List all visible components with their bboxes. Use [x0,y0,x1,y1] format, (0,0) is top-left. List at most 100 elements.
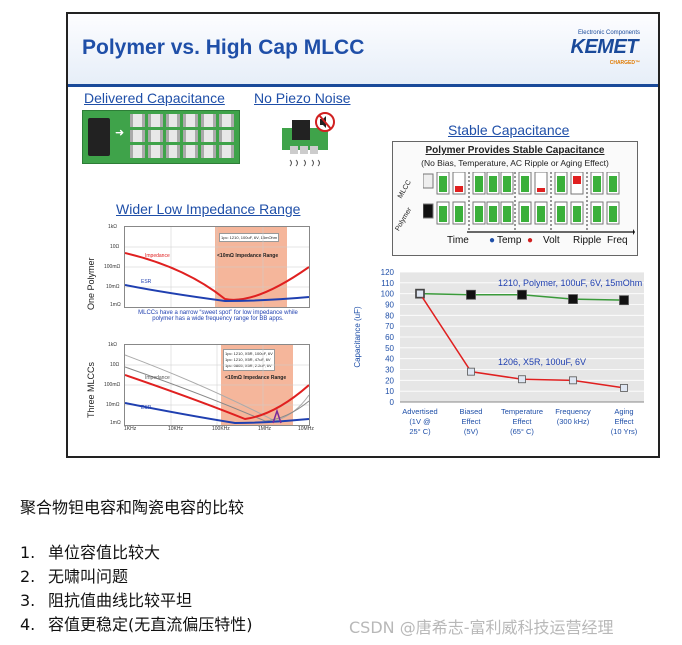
data-point-1-2 [518,375,526,384]
xtick-1: 10KHz [168,426,184,432]
condition-time: Time [447,235,469,246]
x-tick-label: (65° C) [510,427,534,436]
condition-temp-hot-icon: ● [527,235,534,246]
logo-tagline: Electronic Components [577,30,640,36]
condition-ripple: Ripple [573,235,602,246]
series-label-0: 1210, Polymer, 100uF, 6V, 15mOhm [498,278,642,288]
upper-ytick-1: 10Ω [110,244,120,250]
mlcc-esr-curve [125,402,309,425]
y-tick-label: 20 [385,376,394,385]
polymer-row-icons [423,201,620,225]
xtick-4: 10MHz [298,426,314,432]
data-point-0-1 [466,289,476,300]
upper-ylabel: One Polymer [86,257,96,310]
lower-ylabel: Three MLCCs [86,361,96,418]
x-tick-label: Effect [614,417,634,426]
piezo-noise-icon [282,112,335,167]
lower-legend-line-3: 1pc: 0805, X5R, 2.2uF, 6V [225,363,272,368]
panel-title: Polymer Provides Stable Capacitance [425,145,605,156]
polymer-esr-curve [125,284,309,303]
list-item: 4.容值更稳定(无直流偏压特性) [20,615,253,634]
battery-grid [423,172,635,235]
slide-header: Polymer vs. High Cap MLCC Electronic Com… [68,14,658,87]
data-point-1-1 [467,367,475,376]
caption: 聚合物钽电容和陶瓷电容的比较 [20,498,245,517]
condition-volt: Volt [543,235,560,246]
x-tick-label: (300 kHz) [557,417,590,426]
lower-ytick-2: 100mΩ [104,382,121,388]
x-tick-label: (5V) [464,427,479,436]
y-tick-label: 120 [381,268,395,277]
data-point-1-4 [620,384,628,392]
lower-band-label: <10mΩ Impedance Range [225,375,287,381]
list-item: 3.阻抗值曲线比较平坦 [20,591,193,610]
series-label-1: 1206, X5R, 100uF, 6V [498,357,586,367]
y-tick-label: 100 [381,290,395,299]
x-tick-label: Biased [460,407,483,416]
x-tick-label: Temperature [501,407,543,416]
logo-name: KEMET [570,36,639,58]
impedance-note: MLCCs have a narrow “sweet spot” for low… [138,310,298,322]
watermark: CSDN @唐希志-富利威科技运营经理 [349,618,614,637]
list-item: 2.无啸叫问题 [20,567,129,586]
y-tick-label: 90 [385,301,394,310]
polymer-chip-icon [88,118,110,156]
upper-legend: 1pc: 1210, 100uF, 6V, 15mOhm [219,233,280,242]
one-polymer-impedance-chart: <10mΩ Impedance Range 1pc: 1210, 100uF, … [124,226,310,308]
lower-ytick-0: 1kΩ [108,342,118,348]
y-tick-label: 110 [381,279,394,288]
data-point-1-0 [416,289,424,298]
x-tick-label: 25° C) [409,427,431,436]
data-point-1-3 [569,376,577,385]
lower-legend: 1pc: 1210, X5R, 100uF, 6V 1pc: 1210, X5R… [223,349,275,371]
x-tick-label: Frequency [555,407,591,416]
y-tick-label: 50 [385,344,394,353]
xtick-3: 1MHz [258,426,272,432]
x-tick-label: Effect [512,417,532,426]
slide-title: Polymer vs. High Cap MLCC [82,36,365,59]
data-point-0-3 [568,294,578,304]
mlcc-row-icons [423,172,620,195]
lower-legend-line-1: 1pc: 1210, X5R, 100uF, 6V [225,351,273,356]
three-mlcc-impedance-chart: <10mΩ Impedance Range 1pc: 1210, X5R, 10… [124,344,310,426]
x-tick-label: Advertised [402,407,437,416]
x-tick-label: (1V @ [409,417,430,426]
section-no-piezo-noise: No Piezo Noise [254,90,351,106]
lower-ytick-1: 10Ω [110,362,120,368]
kemet-logo: Electronic Components KEMET CHARGED™ [558,30,641,70]
thermometer-icon: ● [489,235,496,246]
upper-band-label: <10mΩ Impedance Range [217,253,279,259]
x-tick-label: Aging [614,407,633,416]
condition-freq: Freq [607,235,628,246]
polymer-impedance-curve [125,252,309,301]
arrow-right-icon: ➜ [115,126,125,139]
upper-esr-label: ESR [141,279,152,285]
data-point-0-2 [517,289,527,300]
slide: Polymer vs. High Cap MLCC Electronic Com… [66,12,660,458]
lower-ytick-4: 1mΩ [110,420,121,426]
section-wider-impedance: Wider Low Impedance Range [116,201,301,217]
lower-legend-line-2: 1pc: 1210, X5R, 47uF, 6V [225,357,271,362]
panel-subtitle: (No Bias, Temperature, AC Ripple or Agin… [421,158,609,168]
row-label-polymer: Polymer [394,206,414,233]
mlcc-array-image [130,114,234,158]
y-tick-label: 10 [385,387,394,396]
lower-esr-label: ESR [141,405,152,411]
upper-ytick-3: 10mΩ [106,284,120,290]
y-tick-label: 60 [385,333,394,342]
row-label-mlcc: MLCC [396,179,413,200]
upper-ytick-0: 1kΩ [108,224,118,230]
x-tick-label: (10 Yrs) [611,427,638,436]
y-tick-label: 0 [390,398,395,407]
upper-curves: Impedance ESR [125,227,309,307]
upper-impedance-label: Impedance [145,253,170,259]
stable-capacitance-panel: Polymer Provides Stable Capacitance (No … [392,141,638,256]
xtick-2: 100KHz [212,426,230,432]
comparison-list: 1.单位容值比较大 2.无啸叫问题 3.阻抗值曲线比较平坦 4.容值更稳定(无直… [20,541,253,637]
upper-ytick-2: 100mΩ [104,264,121,270]
y-tick-label: 80 [385,311,394,320]
capacitance-chart: 0102030405060708090100110120Capacitance … [353,268,644,436]
logo-charged: CHARGED™ [609,60,640,66]
mlcc-impedance-curve [125,374,309,421]
lower-ytick-3: 10mΩ [106,402,120,408]
